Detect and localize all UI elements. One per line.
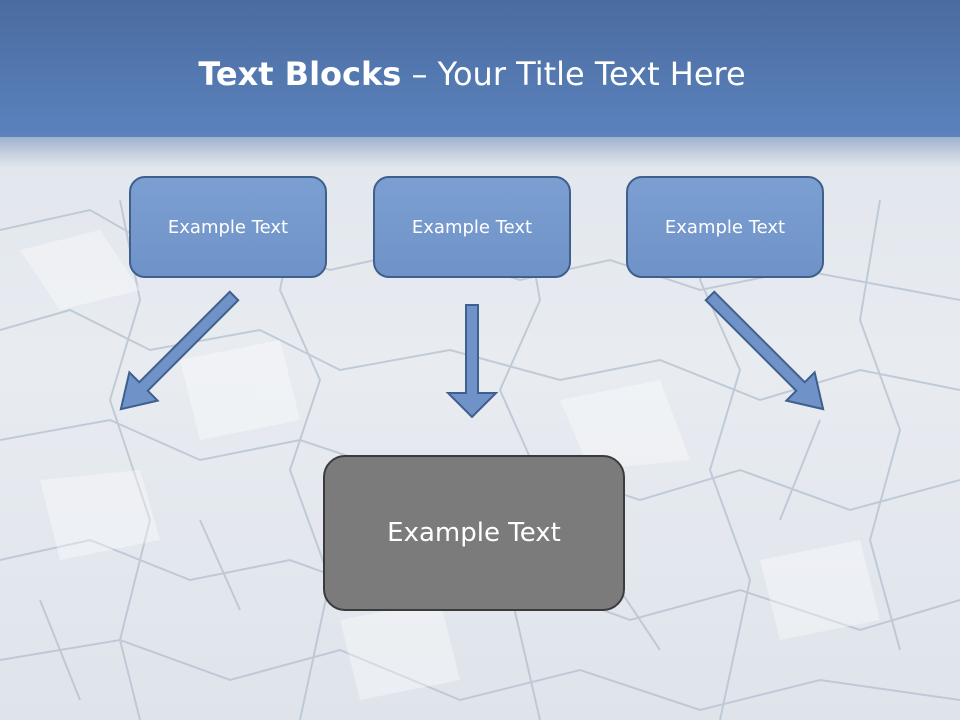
arrow-left-down-right	[119, 290, 240, 411]
title-rest: Your Title Text Here	[437, 55, 746, 93]
text-block-top-left-label: Example Text	[167, 216, 289, 238]
title-bold-part: Text Blocks	[198, 55, 402, 93]
text-block-top-right[interactable]: Example Text	[626, 176, 824, 278]
text-block-top-right-label: Example Text	[664, 216, 786, 238]
slide-title[interactable]: Text Blocks – Your Title Text Here	[0, 50, 944, 98]
arrow-right-down-left	[704, 290, 825, 411]
text-block-top-left[interactable]: Example Text	[129, 176, 327, 278]
text-block-top-center[interactable]: Example Text	[373, 176, 571, 278]
text-block-bottom[interactable]: Example Text	[323, 455, 625, 611]
horizon-strip	[0, 137, 960, 167]
text-block-top-center-label: Example Text	[411, 216, 533, 238]
arrow-center-down	[445, 304, 499, 419]
text-block-bottom-label: Example Text	[387, 518, 561, 548]
title-band	[0, 0, 960, 137]
title-separator: –	[411, 55, 428, 93]
